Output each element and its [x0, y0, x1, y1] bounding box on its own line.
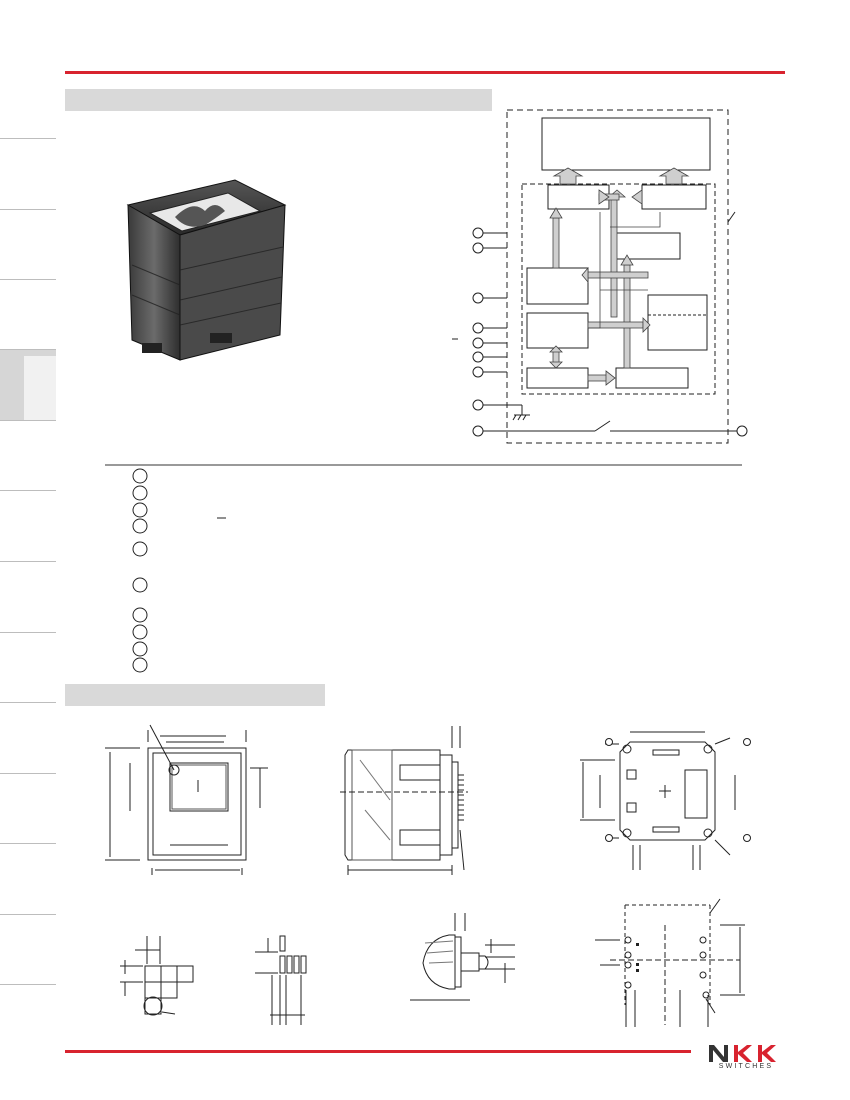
front-view-drawing	[105, 724, 268, 875]
block-diagram	[452, 109, 748, 444]
nkk-switches-logo: SWITCHES	[706, 1042, 786, 1074]
legend-list	[105, 464, 742, 673]
product-photo	[126, 179, 287, 361]
bottom-red-rule	[65, 1050, 691, 1053]
sidebar-active-tab-inner	[24, 356, 56, 420]
pcb-footprint-drawing-b	[255, 935, 307, 1025]
section-header-dimensions	[65, 684, 325, 706]
nkk-logo-icon	[709, 1045, 776, 1062]
top-red-rule	[65, 71, 785, 74]
bottom-view-drawing	[580, 731, 751, 870]
panel-cutout-drawing	[595, 898, 745, 1027]
logo-tagline: SWITCHES	[718, 1063, 774, 1070]
lever-profile-drawing	[410, 913, 515, 1001]
pcb-footprint-drawing-a	[120, 936, 194, 1016]
section-header-features	[65, 89, 492, 111]
side-view-drawing	[340, 726, 468, 875]
